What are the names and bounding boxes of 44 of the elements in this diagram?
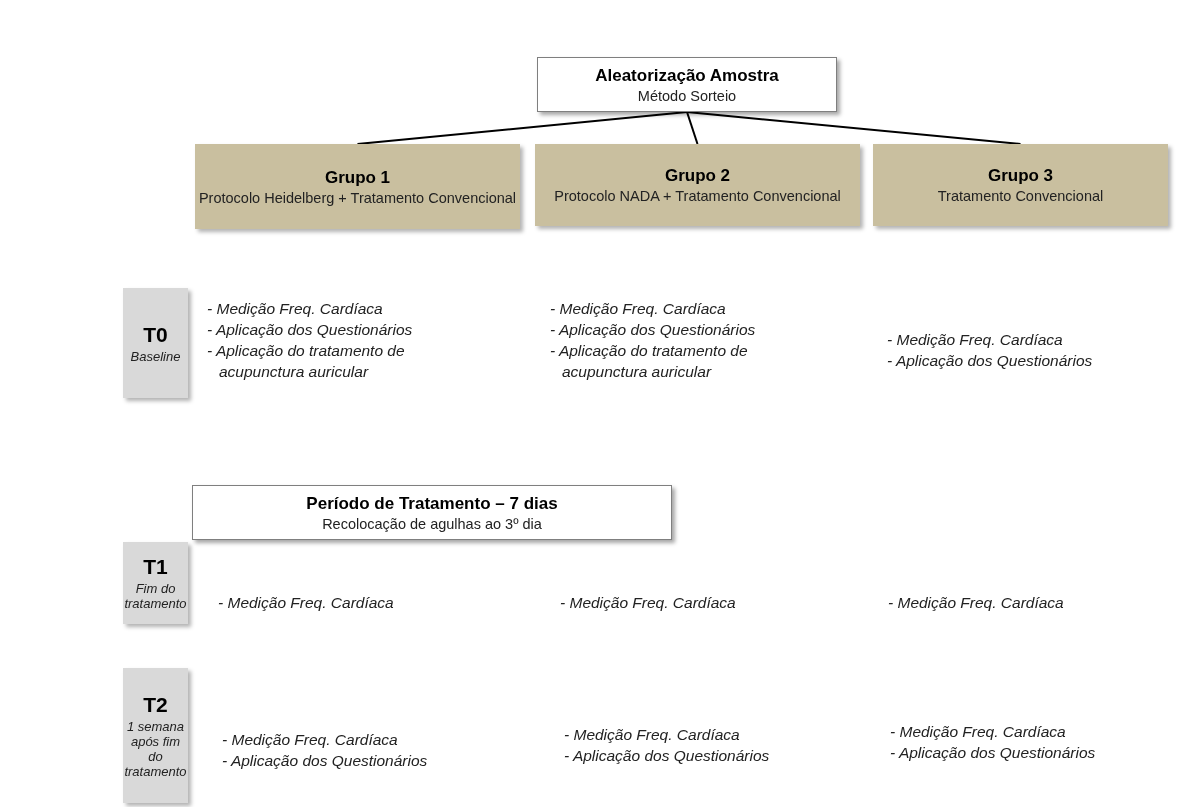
box-heading: Período de Tratamento – 7 dias [306,493,558,514]
group-box [195,144,520,229]
time-point-box [123,668,188,803]
box-text: Recolocação de agulhas ao 3º dia [322,515,542,532]
list-item: - Aplicação do tratamento de acupunctura auricular [550,341,749,382]
box-text: Protocolo NADA + Tratamento Convencional [554,188,841,204]
process-box [192,485,672,540]
box-text: Protocolo Heidelberg + Tratamento Convencional [198,189,517,206]
list-item: - Medição Freq. Cardíaca [564,725,741,745]
list-item: - Medição Freq. Cardíaca [887,330,1064,350]
box-heading: Aleatorização Amostra [595,65,779,86]
box-heading: T0 [143,322,168,347]
group-box [535,144,860,226]
process-box [537,57,837,112]
connector-line [686,111,699,145]
list-item: - Medição Freq. Cardíaca [890,722,1067,742]
list-item: - Aplicação dos Questionários [564,746,771,766]
time-point-box [123,288,188,398]
list-item: - Aplicação dos Questionários [890,743,1097,763]
box-heading: Grupo 1 [324,167,391,188]
list-item: - Aplicação do tratamento de acupunctura auricular [207,341,406,382]
list-item: - Medição Freq. Cardíaca [218,593,395,613]
list-item: - Aplicação dos Questionários [207,320,414,340]
list-item: - Aplicação dos Questionários [222,751,429,771]
box-heading: T1 [143,555,168,579]
connector-line [356,111,688,145]
list-item: - Medição Freq. Cardíaca [888,593,1065,613]
box-heading: Grupo 2 [664,166,731,186]
list-item: - Medição Freq. Cardíaca [207,299,384,319]
group-box [873,144,1168,226]
connector-line [686,111,1022,145]
list-item: - Medição Freq. Cardíaca [222,730,399,750]
list-item: - Aplicação dos Questionários [550,320,757,340]
list-item: - Medição Freq. Cardíaca [560,593,737,613]
box-text: Método Sorteio [637,87,737,104]
box-text: Tratamento Convencional [937,188,1104,204]
box-text: Fim do tratamento [123,581,188,611]
box-heading: Grupo 3 [987,166,1054,186]
box-heading: T2 [143,692,168,717]
time-point-box [123,542,188,624]
list-item: - Aplicação dos Questionários [887,351,1094,371]
box-text: 1 semana após fim do tratamento [123,718,188,779]
list-item: - Medição Freq. Cardíaca [550,299,727,319]
box-text: Baseline [130,348,181,364]
